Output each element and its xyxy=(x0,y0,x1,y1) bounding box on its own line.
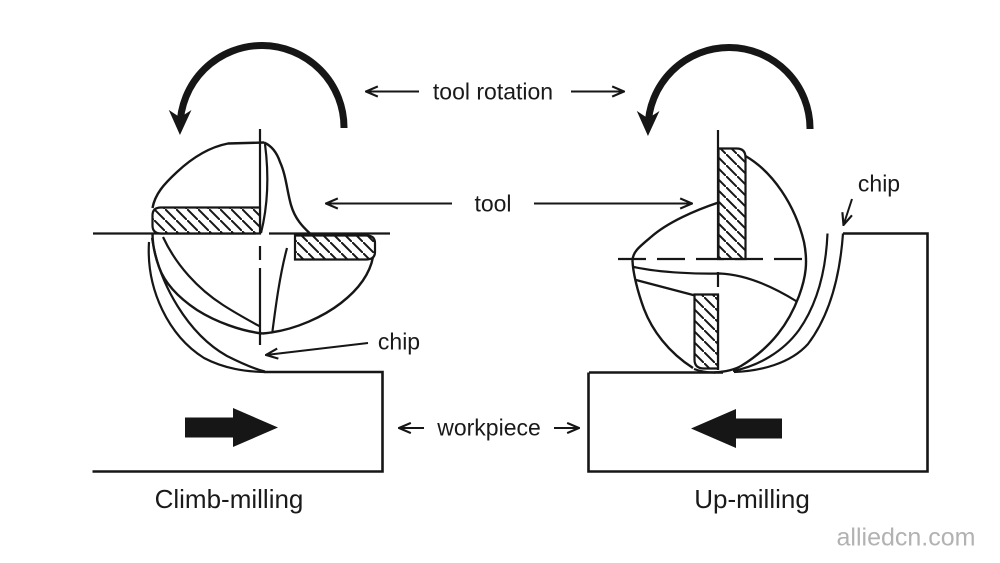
right-chip-curve xyxy=(732,233,829,373)
left-cutter-flute-line-2 xyxy=(271,247,289,332)
tool-rotation-label: tool rotation xyxy=(432,78,554,105)
right-workpiece-outline xyxy=(587,232,929,473)
right-rotation-arrow-icon xyxy=(636,44,814,136)
right-cutter-hatch-lower xyxy=(693,293,720,370)
right-cutter-flute-line-2 xyxy=(635,278,696,297)
left-chip-curve xyxy=(147,241,265,374)
right-cut-arc xyxy=(733,233,845,374)
left-cutter-lower-left-outline xyxy=(151,233,263,335)
right-cutter-left-outline xyxy=(631,201,719,370)
caption-up-milling: Up-milling xyxy=(694,484,810,514)
left-cutter-top-outline xyxy=(151,141,265,209)
left-rotation-arrow-icon xyxy=(168,42,348,135)
right-cutter-right-outline xyxy=(713,154,808,374)
left-cutter-flute-line-3 xyxy=(162,236,261,328)
caption-climb-milling: Climb-milling xyxy=(154,484,304,514)
watermark-text: alliedcn.com xyxy=(836,523,976,552)
left-cut-arc xyxy=(150,237,266,373)
left-cutter-flute-line-1 xyxy=(259,143,269,234)
left-feed-arrow-icon xyxy=(185,408,278,447)
chip-label-left: chip xyxy=(377,328,421,355)
chip-right-leader-arrow-icon xyxy=(844,198,853,225)
right-cutter-flute-line-1 xyxy=(633,265,797,302)
left-cutter-hatch-right xyxy=(293,234,377,261)
left-workpiece-outline xyxy=(92,370,384,473)
left-cutter-hatch-left xyxy=(151,206,262,235)
chip-label-right: chip xyxy=(857,170,901,197)
tool-label: tool xyxy=(474,190,512,217)
right-cutter-bottom-edge xyxy=(693,367,715,374)
workpiece-label: workpiece xyxy=(437,414,541,441)
left-cutter-lower-right-outline xyxy=(262,256,375,335)
chip-left-leader-arrow-icon xyxy=(266,342,369,355)
right-cutter-hatch-upper xyxy=(717,147,747,261)
right-feed-arrow-icon xyxy=(691,409,782,448)
